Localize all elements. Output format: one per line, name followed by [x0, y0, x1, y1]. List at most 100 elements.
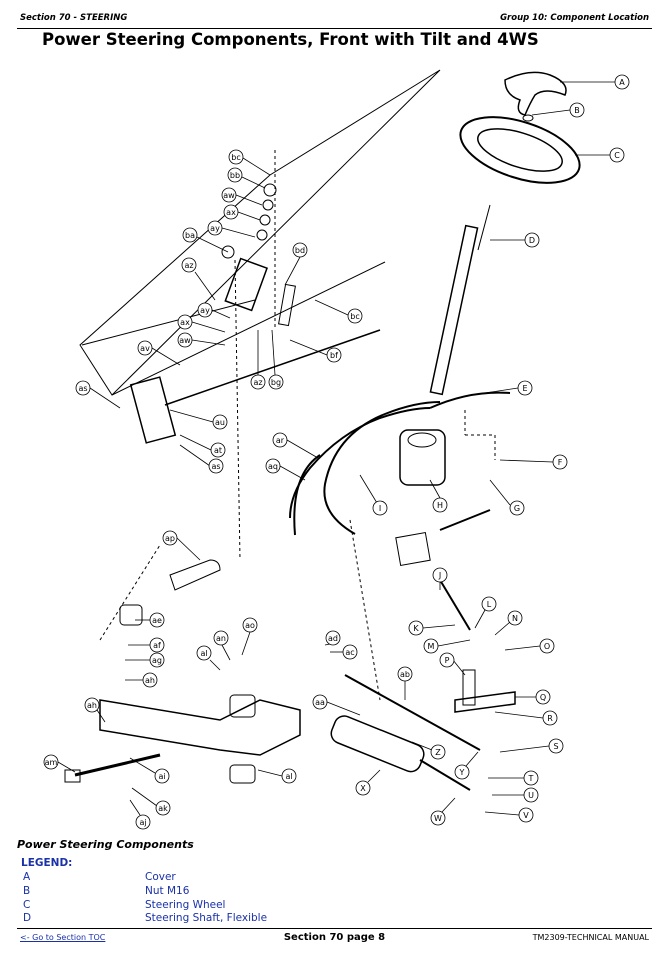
callout-R: R [494, 710, 558, 726]
legend-label-c: Steering Wheel [145, 899, 226, 911]
callout-ai: ai [129, 757, 170, 784]
svg-text:M: M [428, 642, 435, 651]
svg-text:H: H [437, 501, 443, 510]
callout-aw: aw [177, 332, 226, 348]
callout-I: I [359, 474, 388, 516]
callout-ah: ah [125, 672, 158, 688]
svg-text:O: O [544, 642, 550, 651]
callout-N: N [494, 610, 523, 636]
callout-F: F [499, 454, 568, 470]
svg-text:ax: ax [226, 208, 236, 217]
svg-text:al: al [285, 772, 292, 781]
callout-ap: ap [162, 530, 201, 561]
svg-text:bd: bd [295, 246, 305, 255]
svg-text:ac: ac [345, 648, 354, 657]
callout-ay2: ay [207, 220, 256, 238]
legend-key-d: D [23, 912, 32, 924]
svg-text:Q: Q [540, 693, 546, 702]
toc-link[interactable]: <- Go to Section TOC [20, 933, 106, 942]
svg-text:aw: aw [179, 336, 191, 345]
legend-heading: LEGEND: [21, 857, 73, 869]
svg-text:ae: ae [152, 616, 162, 625]
callout-ab: ab [397, 666, 413, 700]
svg-text:as: as [78, 384, 87, 393]
page-footer: <- Go to Section TOC Section 70 page 8 T… [17, 928, 652, 947]
callout-aq: aq [265, 458, 306, 481]
callout-ac: ac [330, 644, 358, 660]
callout-ak: ak [131, 787, 171, 816]
page-header: Section 70 - STEERING Group 10: Componen… [17, 10, 652, 29]
page-number: Section 70 page 8 [283, 932, 386, 943]
svg-text:aw: aw [223, 191, 235, 200]
callout-Q: Q [515, 689, 551, 705]
callout-as: as [75, 380, 121, 409]
callout-av: av [137, 340, 181, 366]
callout-bc2: bc [314, 299, 363, 324]
svg-text:bf: bf [330, 351, 338, 360]
svg-text:au: au [215, 418, 225, 427]
svg-text:bc: bc [350, 312, 359, 321]
callout-ba: ba [182, 227, 229, 253]
callout-Y: Y [454, 751, 479, 780]
svg-text:F: F [558, 458, 563, 467]
svg-text:J: J [438, 571, 441, 580]
callout-ax: ax [177, 314, 226, 333]
callout-B: B [531, 102, 585, 118]
svg-text:ap: ap [165, 534, 175, 543]
callout-ao: ao [241, 617, 258, 656]
callout-bg: bg [268, 329, 284, 390]
callout-an: an [213, 630, 231, 661]
callout-ad: ad [324, 630, 341, 646]
callout-M: M [423, 638, 471, 654]
svg-text:aj: aj [139, 818, 146, 827]
callout-aw2: aw [221, 187, 263, 206]
svg-text:ax: ax [180, 318, 190, 327]
svg-text:ag: ag [152, 656, 162, 665]
svg-text:U: U [528, 791, 534, 800]
callout-S: S [499, 738, 564, 754]
callout-aa: aa [312, 694, 361, 716]
callout-ax2: ax [223, 204, 261, 221]
callout-as2: as [179, 444, 224, 474]
svg-text:X: X [360, 784, 366, 793]
svg-text:ab: ab [400, 670, 410, 679]
callout-V: V [484, 807, 534, 823]
svg-text:ay: ay [210, 224, 220, 233]
svg-text:aa: aa [315, 698, 325, 707]
callout-E: E [484, 380, 533, 396]
legend-label-d: Steering Shaft, Flexible [145, 912, 268, 924]
group-label: Group 10: Component Location [500, 13, 649, 23]
callout-X: X [355, 769, 381, 796]
svg-text:am: am [45, 758, 58, 767]
legend-key-c: C [23, 899, 31, 911]
svg-text:al: al [200, 649, 207, 658]
svg-text:D: D [529, 236, 535, 245]
callout-P: P [439, 652, 466, 676]
svg-text:av: av [140, 344, 150, 353]
callout-G: G [489, 479, 525, 516]
callout-W: W [430, 797, 456, 826]
callout-A: A [560, 74, 630, 90]
callout-au: au [169, 409, 228, 430]
svg-text:I: I [379, 504, 381, 513]
legend-key-b: B [23, 885, 31, 897]
callout-T: T [488, 770, 539, 786]
svg-text:N: N [512, 614, 518, 623]
svg-text:ai: ai [158, 772, 165, 781]
svg-text:ak: ak [158, 804, 168, 813]
svg-text:bc: bc [231, 153, 240, 162]
callout-at: at [179, 434, 226, 458]
callout-al2: al [257, 768, 297, 784]
callout-af: af [128, 637, 165, 653]
callout-ar: ar [272, 432, 319, 459]
callout-az: az [181, 257, 216, 301]
legend-label-a: Cover [145, 871, 176, 883]
callout-al: al [196, 645, 221, 671]
svg-text:V: V [523, 811, 529, 820]
svg-text:K: K [413, 624, 419, 633]
callout-ah2: ah [84, 697, 106, 723]
callout-U: U [492, 787, 539, 803]
svg-text:at: at [214, 446, 222, 455]
svg-text:A: A [619, 78, 625, 87]
callout-az2: az [250, 330, 266, 390]
